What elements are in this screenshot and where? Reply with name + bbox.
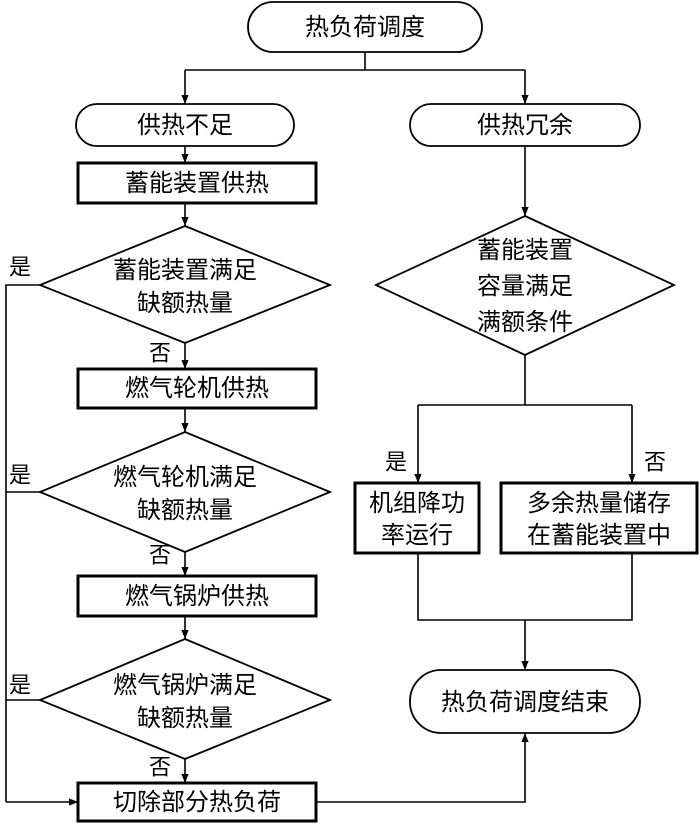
end-label: 热负荷调度结束 bbox=[441, 688, 609, 716]
node-d2 bbox=[37, 431, 333, 553]
d3-yes-label: 是 bbox=[9, 674, 31, 699]
node-storage-supply bbox=[76, 161, 318, 205]
gas-boiler-supply-label: 燃气锅炉供热 bbox=[125, 582, 269, 610]
d1-line2: 缺额热量 bbox=[137, 289, 233, 317]
node-insufficient bbox=[75, 103, 295, 147]
node-gas-boiler-supply bbox=[76, 574, 318, 618]
node-d-right bbox=[373, 215, 677, 356]
shapes bbox=[37, 1, 699, 823]
d2-line2: 缺额热量 bbox=[137, 496, 233, 524]
d-right-line2: 容量满足 bbox=[477, 272, 573, 300]
d2-yes-label: 是 bbox=[9, 464, 31, 489]
node-end bbox=[409, 669, 641, 734]
start-label: 热负荷调度 bbox=[305, 13, 425, 41]
d1-line1: 蓄能装置满足 bbox=[113, 256, 257, 284]
connectors bbox=[5, 52, 636, 806]
node-start bbox=[247, 1, 483, 53]
d-right-no-label: 否 bbox=[644, 451, 666, 476]
node-shed-load bbox=[76, 781, 318, 823]
node-d1 bbox=[37, 225, 333, 344]
d-right-line3: 满额条件 bbox=[477, 308, 573, 336]
surplus-label: 供热冗余 bbox=[477, 111, 573, 139]
reduce-power-line2: 率运行 bbox=[381, 521, 453, 549]
gas-turbine-supply-label: 燃气轮机供热 bbox=[125, 374, 269, 402]
storage-supply-label: 蓄能装置供热 bbox=[125, 169, 269, 197]
d-right-line1: 蓄能装置 bbox=[477, 236, 573, 264]
d-right-yes-label: 是 bbox=[385, 451, 407, 476]
d3-line1: 燃气锅炉满足 bbox=[113, 671, 257, 699]
node-d3 bbox=[37, 638, 333, 760]
edge-merge bbox=[417, 553, 633, 621]
d1-no-label: 否 bbox=[149, 342, 171, 367]
insufficient-label: 供热不足 bbox=[137, 111, 233, 139]
edge-d1-yes bbox=[5, 284, 40, 802]
store-surplus-line2: 在蓄能装置中 bbox=[527, 521, 671, 549]
node-reduce-power bbox=[353, 481, 481, 555]
d1-yes-label: 是 bbox=[9, 256, 31, 281]
node-gas-turbine-supply bbox=[76, 367, 318, 410]
edge-shed-to-end bbox=[317, 733, 529, 803]
d3-line2: 缺额热量 bbox=[137, 704, 233, 732]
node-surplus bbox=[409, 103, 641, 147]
node-store-surplus bbox=[499, 481, 699, 555]
shed-load-label: 切除部分热负荷 bbox=[113, 788, 281, 816]
reduce-power-line1: 机组降功 bbox=[369, 489, 465, 517]
d2-line1: 燃气轮机满足 bbox=[113, 463, 257, 491]
d2-no-label: 否 bbox=[149, 544, 171, 569]
store-surplus-line1: 多余热量储存 bbox=[527, 489, 671, 517]
d3-no-label: 否 bbox=[149, 756, 171, 781]
